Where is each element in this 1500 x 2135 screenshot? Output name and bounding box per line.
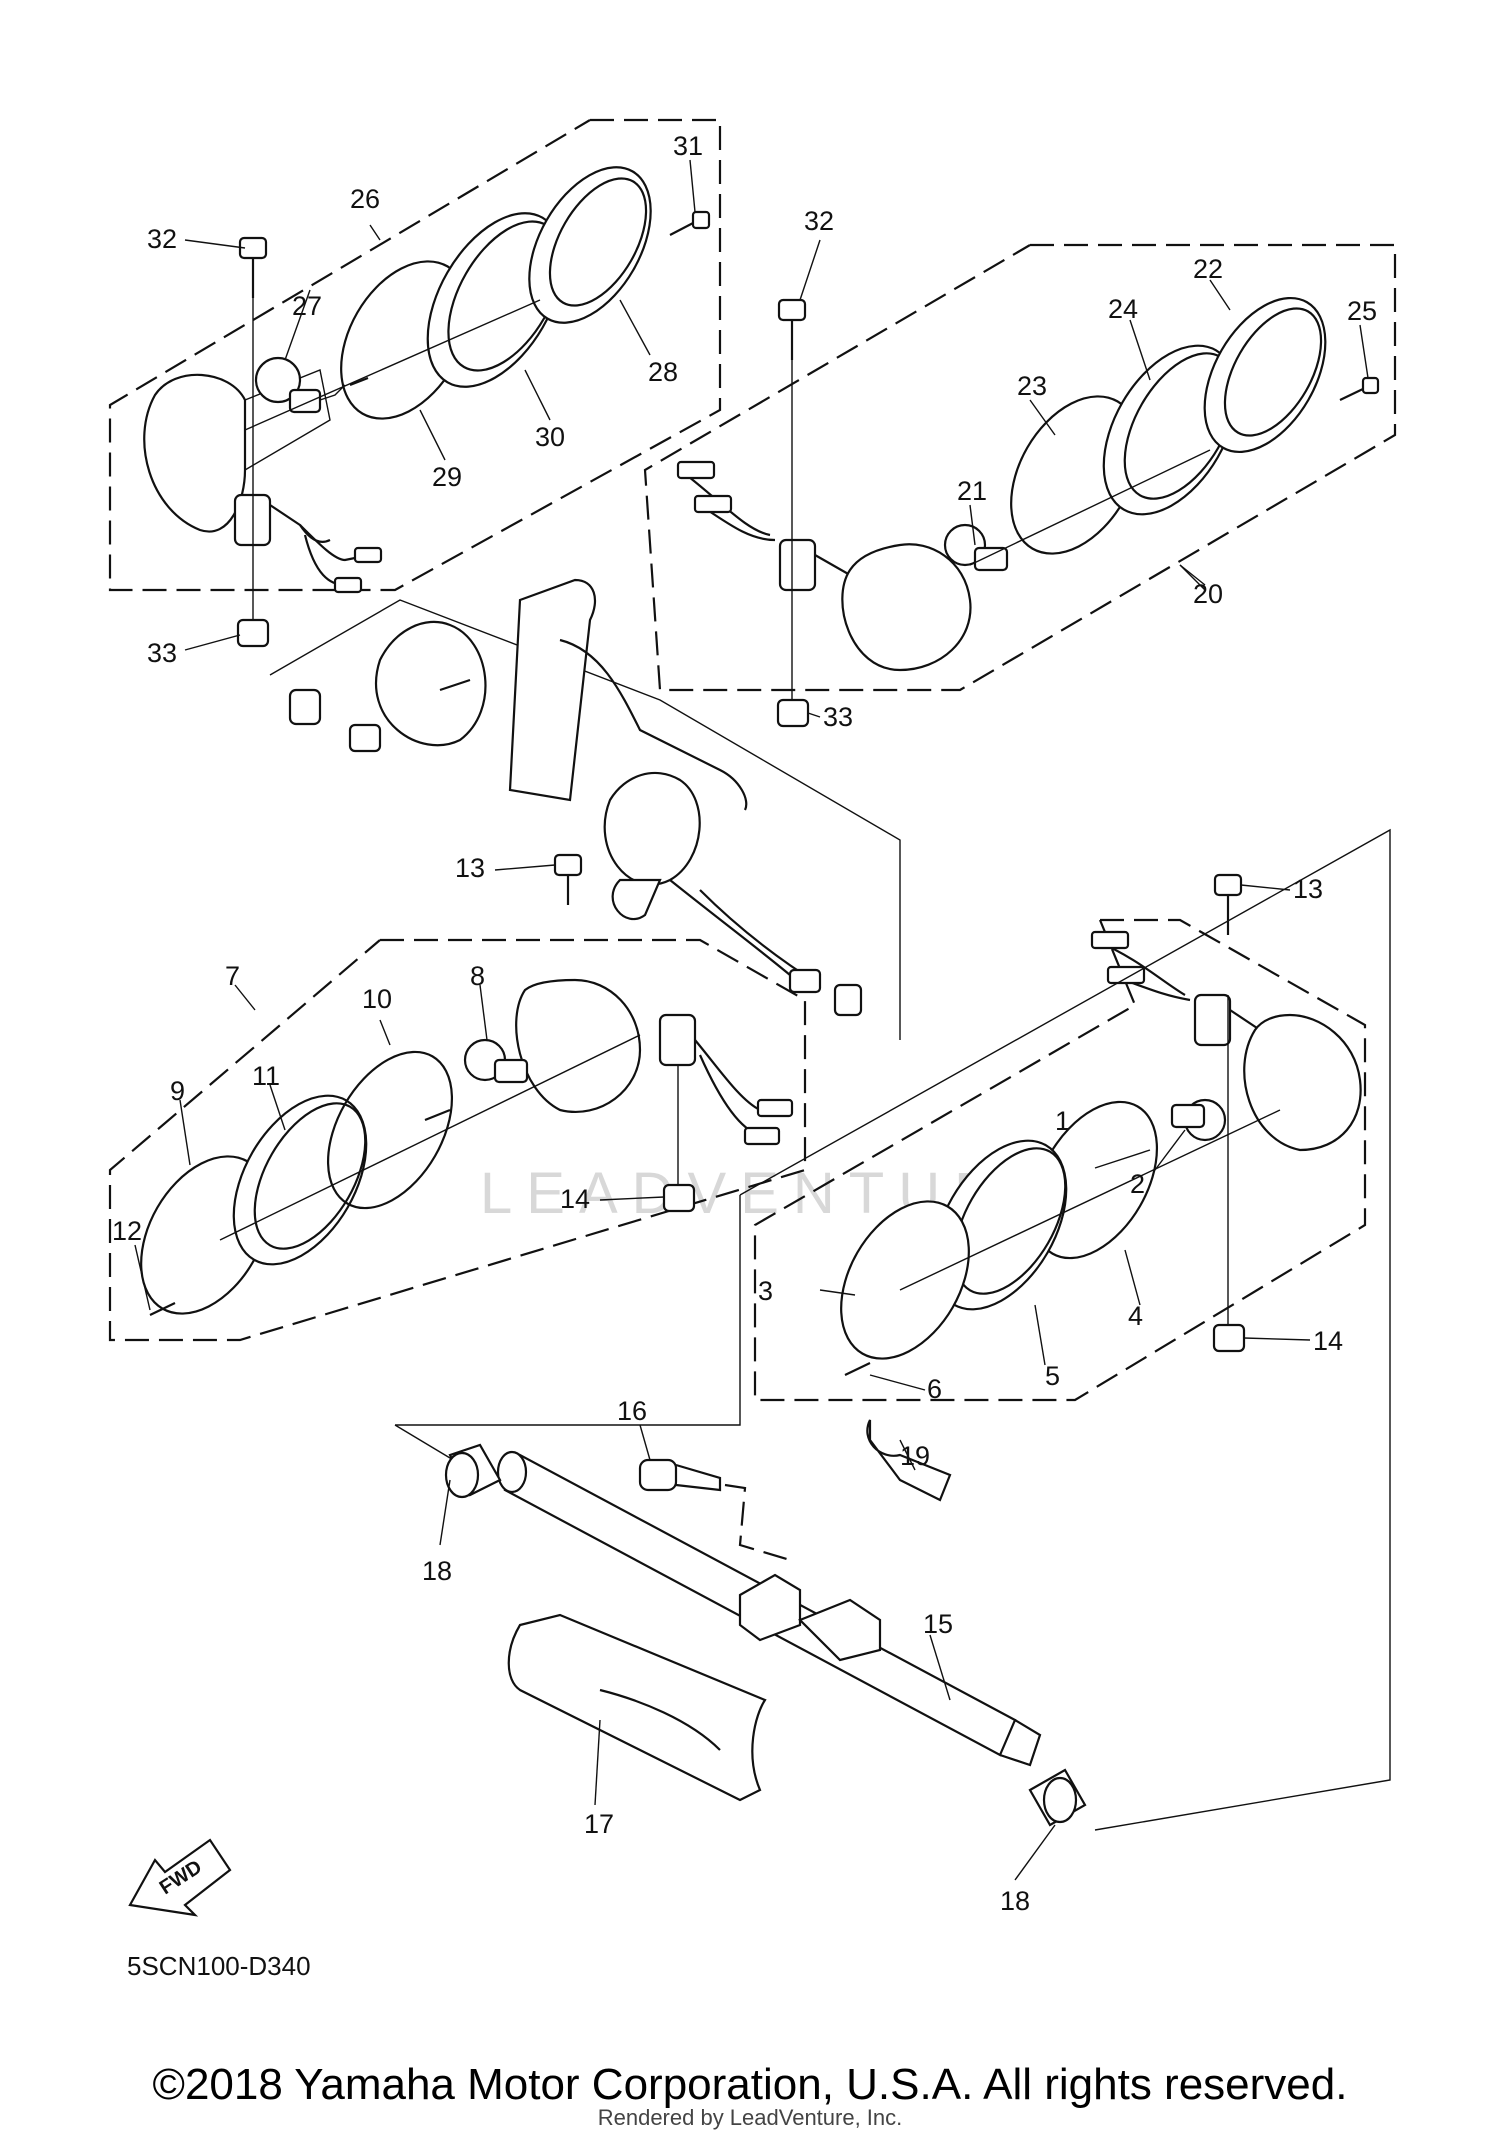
callout-22: 22 [1193, 254, 1223, 284]
callout-16: 16 [617, 1396, 647, 1426]
callout-25: 25 [1347, 296, 1377, 326]
assembly-7-front-left-signal [108, 938, 807, 1342]
callout-5: 5 [1045, 1361, 1060, 1391]
callout-31: 31 [673, 131, 703, 161]
callout-27: 27 [292, 291, 322, 321]
callout-13-right: 13 [1293, 874, 1323, 904]
callout-19: 19 [900, 1441, 930, 1471]
assembly-26-rear-left-signal [108, 118, 722, 648]
callout-15: 15 [923, 1609, 953, 1639]
assembly-1-front-right-signal [753, 873, 1367, 1402]
callout-7: 7 [225, 961, 240, 991]
stay-assembly [394, 828, 1391, 1831]
callout-2: 2 [1130, 1169, 1145, 1199]
callout-8: 8 [470, 961, 485, 991]
callout-18-right: 18 [1000, 1886, 1030, 1916]
callout-12: 12 [112, 1216, 142, 1246]
callout-30: 30 [535, 422, 565, 452]
callout-21: 21 [957, 476, 987, 506]
callout-3: 3 [758, 1276, 773, 1306]
callout-14-right: 14 [1313, 1326, 1343, 1356]
callout-20: 20 [1193, 579, 1223, 609]
callout-6: 6 [927, 1374, 942, 1404]
assembly-20-rear-right-signal [643, 243, 1397, 728]
callout-11: 11 [252, 1061, 280, 1091]
callout-10: 10 [362, 984, 392, 1014]
callout-33-right: 33 [823, 702, 853, 732]
drawing-code: 5SCN100-D340 [127, 1951, 311, 1981]
callout-9: 9 [170, 1076, 185, 1106]
callout-32-left: 32 [147, 224, 177, 254]
center-bracket [269, 578, 901, 1040]
callout-4: 4 [1128, 1301, 1143, 1331]
callout-33-left: 33 [147, 638, 177, 668]
copyright-notice: ©2018 Yamaha Motor Corporation, U.S.A. A… [152, 2060, 1348, 2109]
render-credit: Rendered by LeadVenture, Inc. [597, 2105, 903, 2130]
callout-26: 26 [350, 184, 380, 214]
fwd-arrow-icon: FWD [128, 1838, 232, 1917]
callout-29: 29 [432, 462, 462, 492]
callout-24: 24 [1108, 294, 1138, 324]
callout-1: 1 [1055, 1106, 1070, 1136]
leader-lines [134, 159, 1369, 1881]
callout-28: 28 [648, 357, 678, 387]
callout-23: 23 [1017, 371, 1047, 401]
callout-13-center: 13 [455, 853, 485, 883]
callout-32-right: 32 [804, 206, 834, 236]
callout-14-left: 14 [560, 1184, 590, 1214]
callout-17: 17 [584, 1809, 614, 1839]
callout-labels: 20 2 1 3 4 5 6 7 8 9 10 11 12 13 13 14 1… [112, 131, 1377, 1916]
callout-18-left: 18 [422, 1556, 452, 1586]
